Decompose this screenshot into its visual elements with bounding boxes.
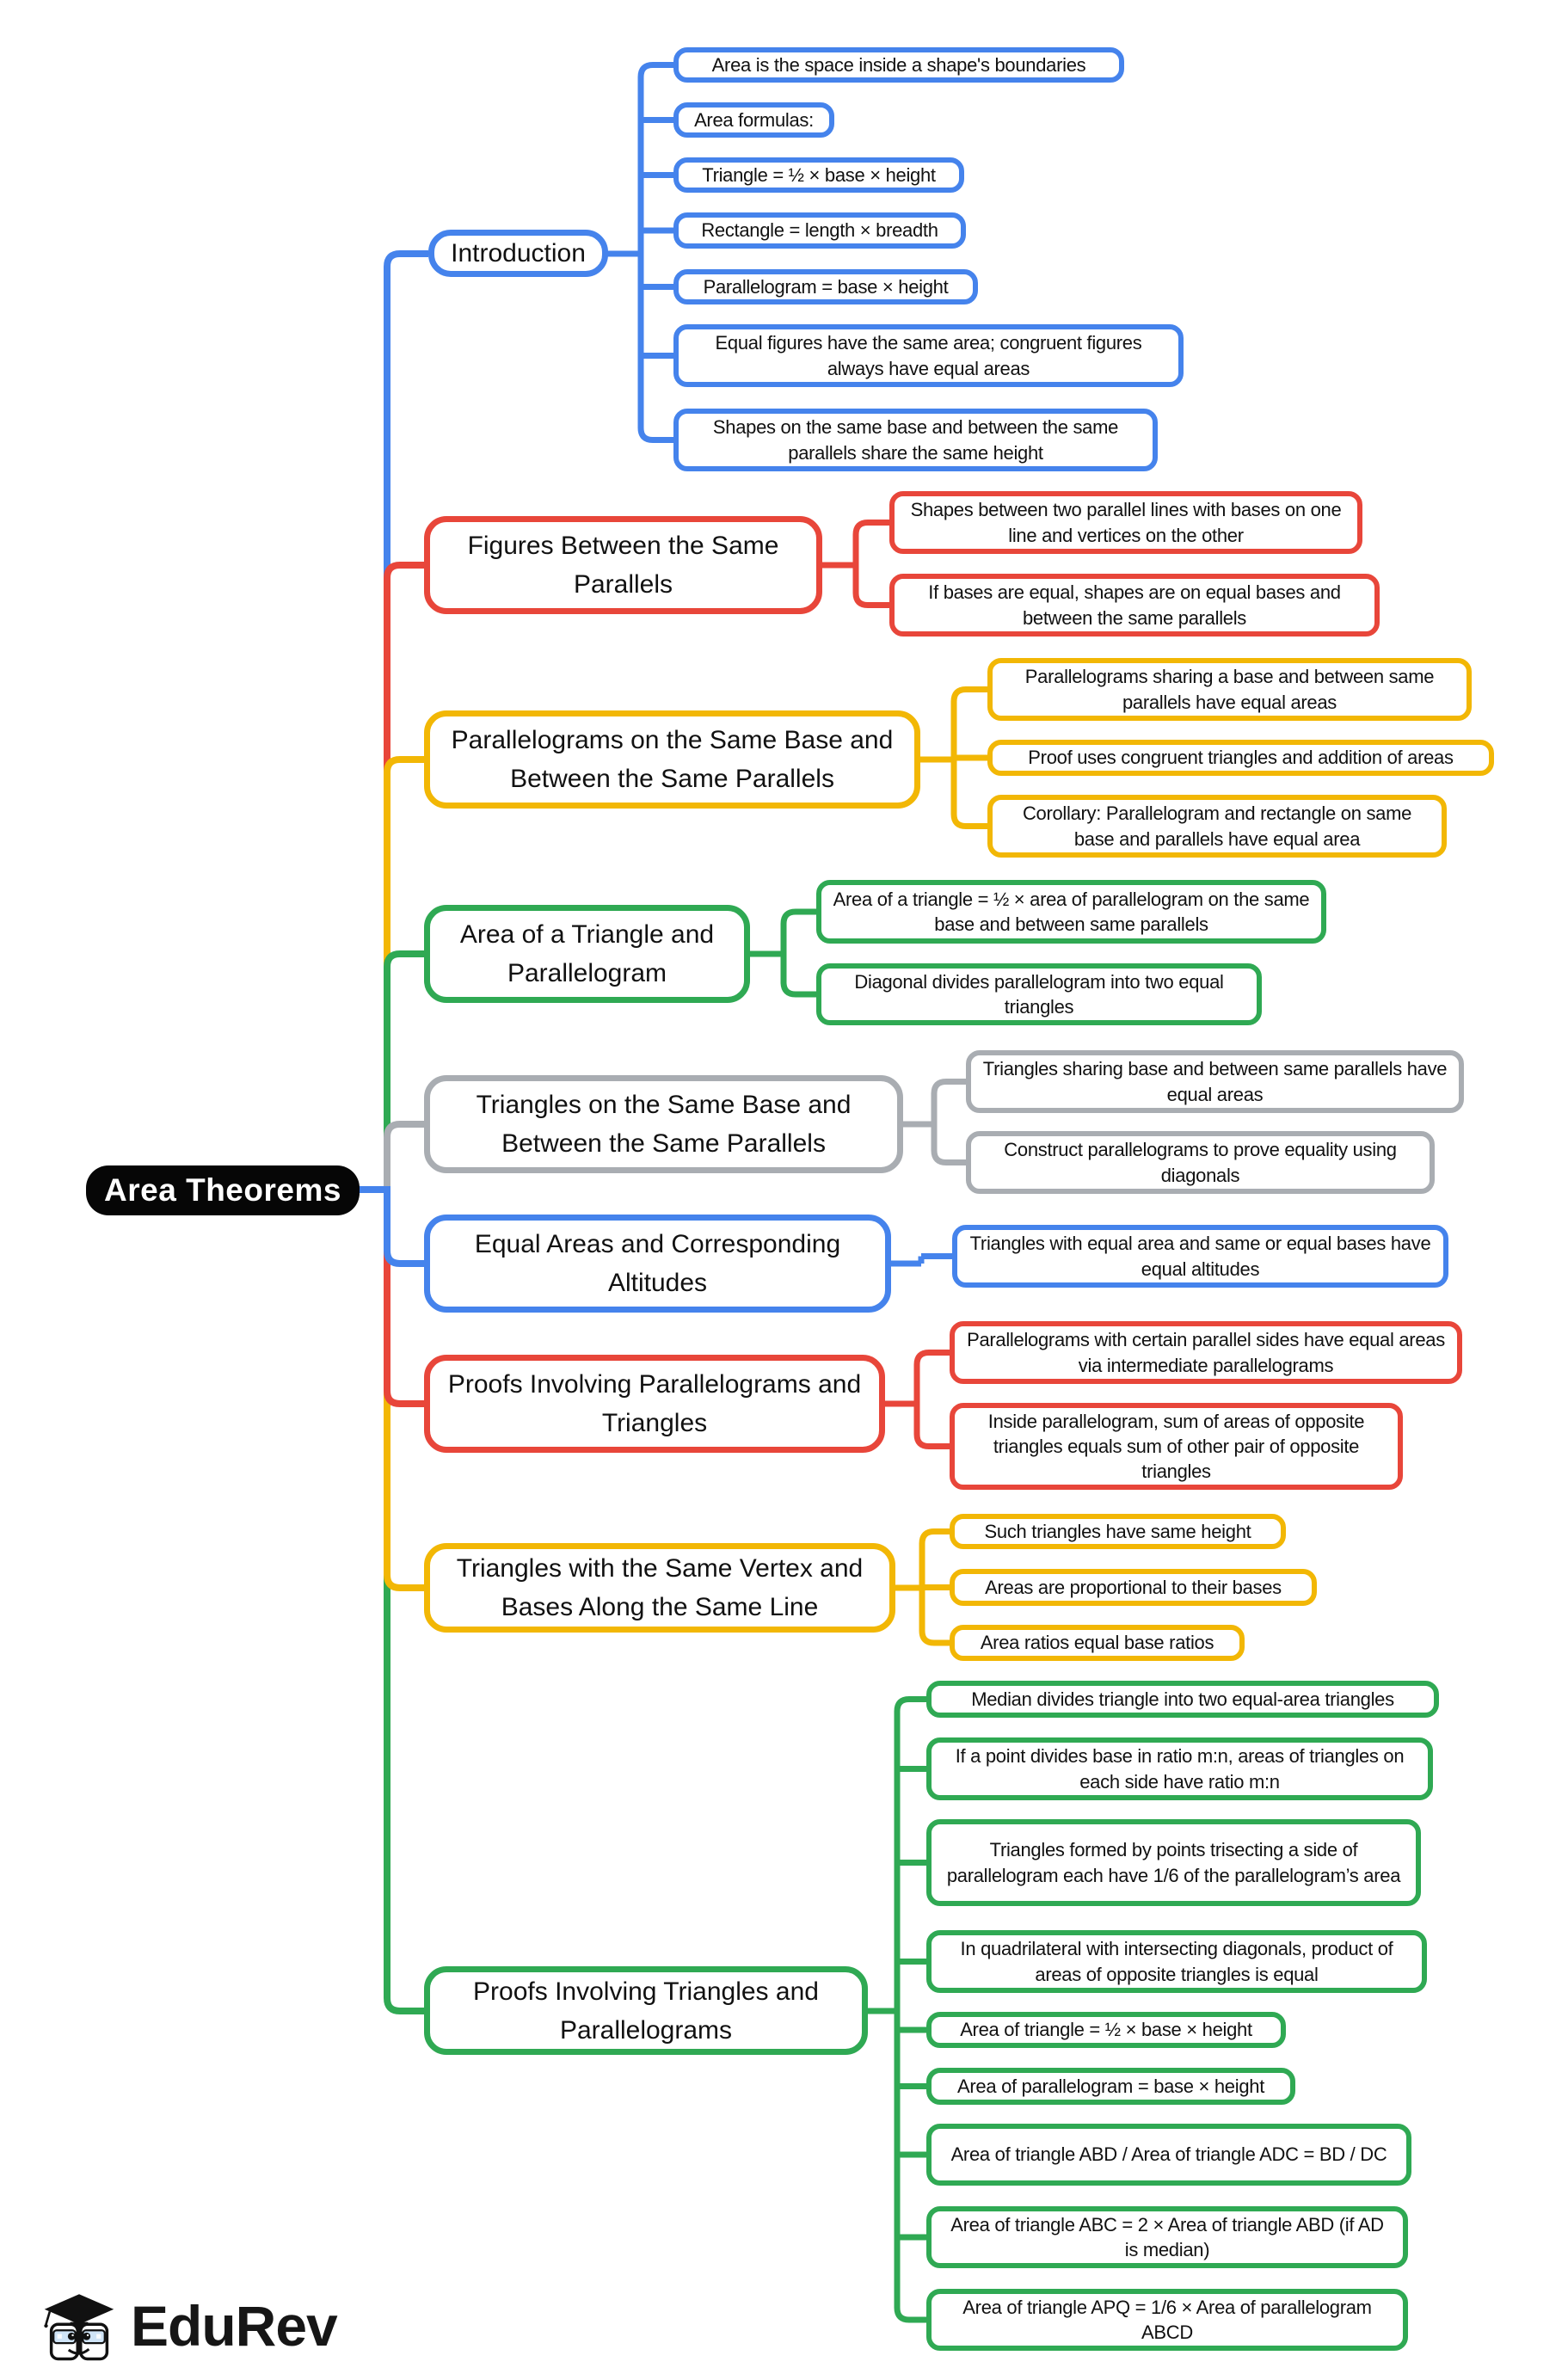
leaf-node: Parallelograms with certain parallel sid… (950, 1321, 1462, 1384)
leaf-node: Triangles with equal area and same or eq… (952, 1225, 1448, 1288)
leaf-node: Area of parallelogram = base × height (926, 2068, 1295, 2105)
leaf-node: Area formulas: (673, 102, 834, 138)
leaf-node: Median divides triangle into two equal-a… (926, 1681, 1439, 1718)
branch-node: Introduction (428, 230, 608, 277)
leaf-node: Area ratios equal base ratios (950, 1625, 1245, 1661)
leaf-node: Area of triangle APQ = 1/6 × Area of par… (926, 2289, 1408, 2351)
leaf-node: Triangles sharing base and between same … (966, 1050, 1464, 1113)
branch-node: Triangles with the Same Vertex and Bases… (424, 1543, 895, 1633)
root-node: Area Theorems (86, 1165, 360, 1215)
edurev-logo: EduRev (41, 2290, 338, 2362)
leaf-node: Such triangles have same height (950, 1514, 1286, 1549)
leaf-node: Area of triangle ABD / Area of triangle … (926, 2124, 1411, 2186)
leaf-node: Area is the space inside a shape's bound… (673, 47, 1124, 83)
leaf-node: Parallelogram = base × height (673, 269, 978, 304)
leaf-node: Inside parallelogram, sum of areas of op… (950, 1403, 1403, 1490)
leaf-node: Construct parallelograms to prove equali… (966, 1131, 1435, 1194)
branch-node: Proofs Involving Parallelograms and Tria… (424, 1355, 885, 1453)
edurev-logo-text: EduRev (131, 2294, 338, 2358)
leaf-node: In quadrilateral with intersecting diago… (926, 1930, 1427, 1993)
leaf-node: Proof uses congruent triangles and addit… (987, 740, 1494, 776)
branch-node: Area of a Triangle and Parallelogram (424, 905, 750, 1003)
branch-node: Parallelograms on the Same Base and Betw… (424, 710, 920, 809)
leaf-node: Area of triangle ABC = 2 × Area of trian… (926, 2206, 1408, 2268)
branch-node: Figures Between the Same Parallels (424, 516, 822, 614)
leaf-node: Area of triangle = ½ × base × height (926, 2012, 1286, 2048)
leaf-node: Triangles formed by points trisecting a … (926, 1819, 1421, 1906)
leaf-node: Area of a triangle = ½ × area of paralle… (816, 880, 1326, 944)
leaf-node: Triangle = ½ × base × height (673, 157, 964, 193)
leaf-node: Shapes between two parallel lines with b… (889, 491, 1362, 554)
leaf-node: Areas are proportional to their bases (950, 1569, 1317, 1606)
leaf-node: Equal figures have the same area; congru… (673, 324, 1184, 387)
leaf-node: If a point divides base in ratio m:n, ar… (926, 1737, 1433, 1800)
leaf-node: Rectangle = length × breadth (673, 212, 966, 249)
branch-node: Equal Areas and Corresponding Altitudes (424, 1215, 891, 1313)
branch-node: Proofs Involving Triangles and Parallelo… (424, 1966, 868, 2055)
leaf-node: Diagonal divides parallelogram into two … (816, 963, 1262, 1025)
leaf-node: If bases are equal, shapes are on equal … (889, 574, 1380, 637)
branch-node: Triangles on the Same Base and Between t… (424, 1075, 903, 1173)
edurev-mascot-icon (44, 2294, 114, 2361)
leaf-node: Shapes on the same base and between the … (673, 409, 1158, 471)
leaf-node: Parallelograms sharing a base and betwee… (987, 658, 1472, 721)
leaf-node: Corollary: Parallelogram and rectangle o… (987, 795, 1447, 858)
